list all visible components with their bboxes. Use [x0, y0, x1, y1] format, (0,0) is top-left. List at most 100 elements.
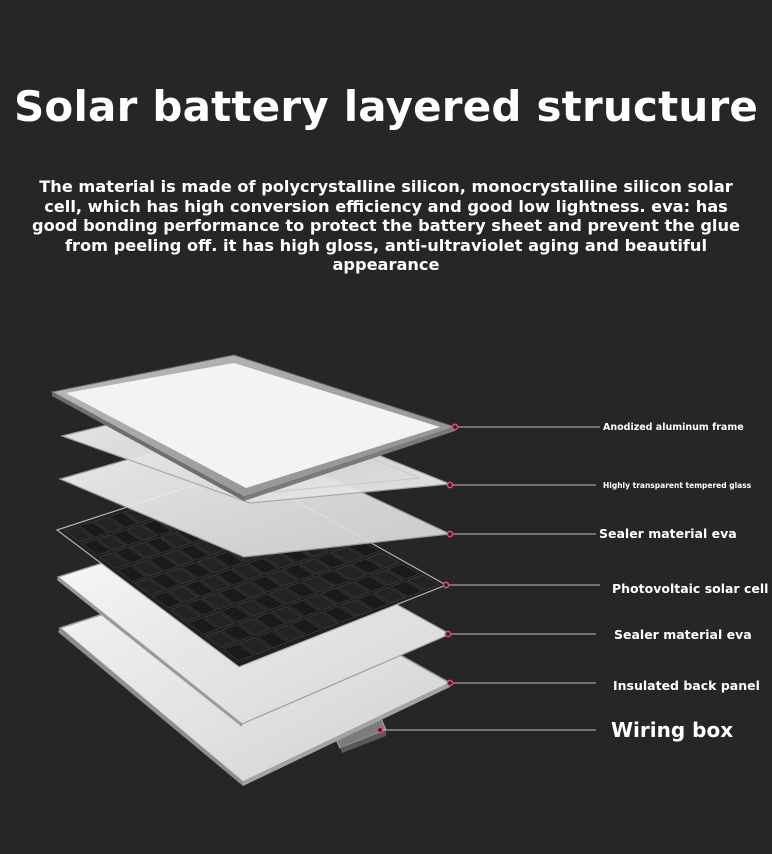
solar-cell [282, 564, 315, 581]
solar-cell [166, 567, 197, 584]
solar-cell [255, 612, 287, 630]
label-sealer-eva-lower: Sealer material eva [614, 627, 752, 642]
solar-cell [231, 563, 263, 580]
solar-cell [181, 562, 213, 579]
solar-cell [99, 552, 129, 569]
solar-cell [218, 587, 250, 604]
solar-cell [81, 539, 111, 556]
solar-cell [202, 593, 233, 610]
solar-cell [150, 573, 181, 590]
solar-cell [304, 594, 337, 611]
page-title: Solar battery layered structure [13, 82, 759, 131]
solar-cell [263, 552, 296, 569]
solar-cell [269, 588, 301, 605]
solar-cell [340, 599, 373, 617]
solar-cell [367, 552, 400, 568]
marker-glass [446, 481, 454, 489]
solar-cell [387, 563, 420, 580]
label-aluminum-frame: Anodized aluminum frame [603, 422, 744, 433]
solar-cell [114, 547, 145, 564]
solar-cell [204, 611, 235, 629]
solar-cell [234, 581, 266, 598]
solar-cell [111, 529, 142, 546]
solar-cell [205, 630, 237, 648]
solar-cell [152, 591, 183, 609]
solar-cell [78, 521, 109, 538]
solar-cell [168, 585, 199, 603]
solar-cell [315, 552, 348, 569]
marker-eva-lower [444, 630, 452, 638]
solar-cell [178, 544, 210, 561]
solar-cell [250, 575, 282, 592]
solar-cell [126, 524, 157, 541]
solar-cell [141, 519, 173, 536]
solar-cell [323, 606, 356, 623]
solar-cell [321, 588, 354, 605]
solar-cell [129, 542, 160, 559]
solar-cell [221, 624, 253, 642]
marker-frame [451, 423, 459, 431]
solar-cell [253, 593, 285, 611]
solar-cell [407, 574, 440, 591]
solar-cell [220, 605, 252, 623]
marker-eva-upper [446, 530, 454, 538]
marker-cell [442, 581, 450, 589]
solar-cell [373, 587, 407, 604]
solar-cell [351, 558, 384, 574]
label-photovoltaic-cell: Photovoltaic solar cell [612, 581, 769, 596]
solar-cell [145, 537, 176, 554]
solar-cell [216, 569, 247, 586]
solar-cell [239, 637, 271, 655]
solar-cell [147, 555, 179, 572]
solar-cell [290, 618, 322, 636]
solar-cell [160, 532, 191, 548]
solar-cell [63, 526, 94, 543]
solar-cell [187, 617, 219, 635]
marker-back-panel [446, 679, 454, 687]
solar-cell [134, 578, 165, 595]
solar-cell [354, 575, 387, 592]
solar-cell [390, 581, 424, 597]
solar-cell [285, 582, 318, 599]
solar-cell [170, 604, 201, 622]
solar-cell [271, 606, 303, 623]
solar-cell [331, 547, 364, 563]
solar-cell [306, 612, 339, 629]
solar-cell [93, 516, 124, 533]
solar-cell [318, 570, 351, 587]
label-sealer-eva-upper: Sealer material eva [599, 526, 737, 541]
leader-lines [380, 426, 600, 731]
solar-cell [213, 551, 245, 568]
solar-cell [108, 512, 139, 528]
description-text: The material is made of polycrystalline … [32, 177, 740, 274]
solar-cell [197, 556, 229, 573]
solar-cell [116, 565, 147, 582]
solar-cell [334, 564, 367, 581]
solar-cell [302, 576, 334, 593]
solar-cell [163, 549, 194, 566]
solar-cell [357, 593, 390, 610]
label-wiring-box: Wiring box [611, 718, 734, 742]
solar-cell [288, 600, 320, 617]
label-insulated-back-panel: Insulated back panel [613, 678, 760, 693]
label-tempered-glass: Highly transparent tempered glass [603, 481, 752, 490]
solar-cell [273, 624, 305, 642]
solar-cell [186, 598, 217, 616]
marker-wiring-box [376, 726, 384, 734]
solar-cell [370, 569, 404, 586]
solar-cell [184, 580, 215, 597]
solar-cell [194, 539, 226, 555]
solar-cell [337, 581, 370, 598]
solar-cell [223, 643, 255, 661]
layer-markers [376, 423, 459, 734]
solar-cell [256, 631, 288, 649]
solar-cell [200, 574, 231, 592]
solar-cell [236, 599, 268, 617]
solar-cell [238, 618, 270, 636]
solar-cell [266, 570, 299, 587]
solar-cell [96, 534, 127, 551]
solar-cell [247, 558, 280, 574]
layer-aluminum-frame [50, 354, 457, 501]
solar-cell [132, 560, 163, 577]
